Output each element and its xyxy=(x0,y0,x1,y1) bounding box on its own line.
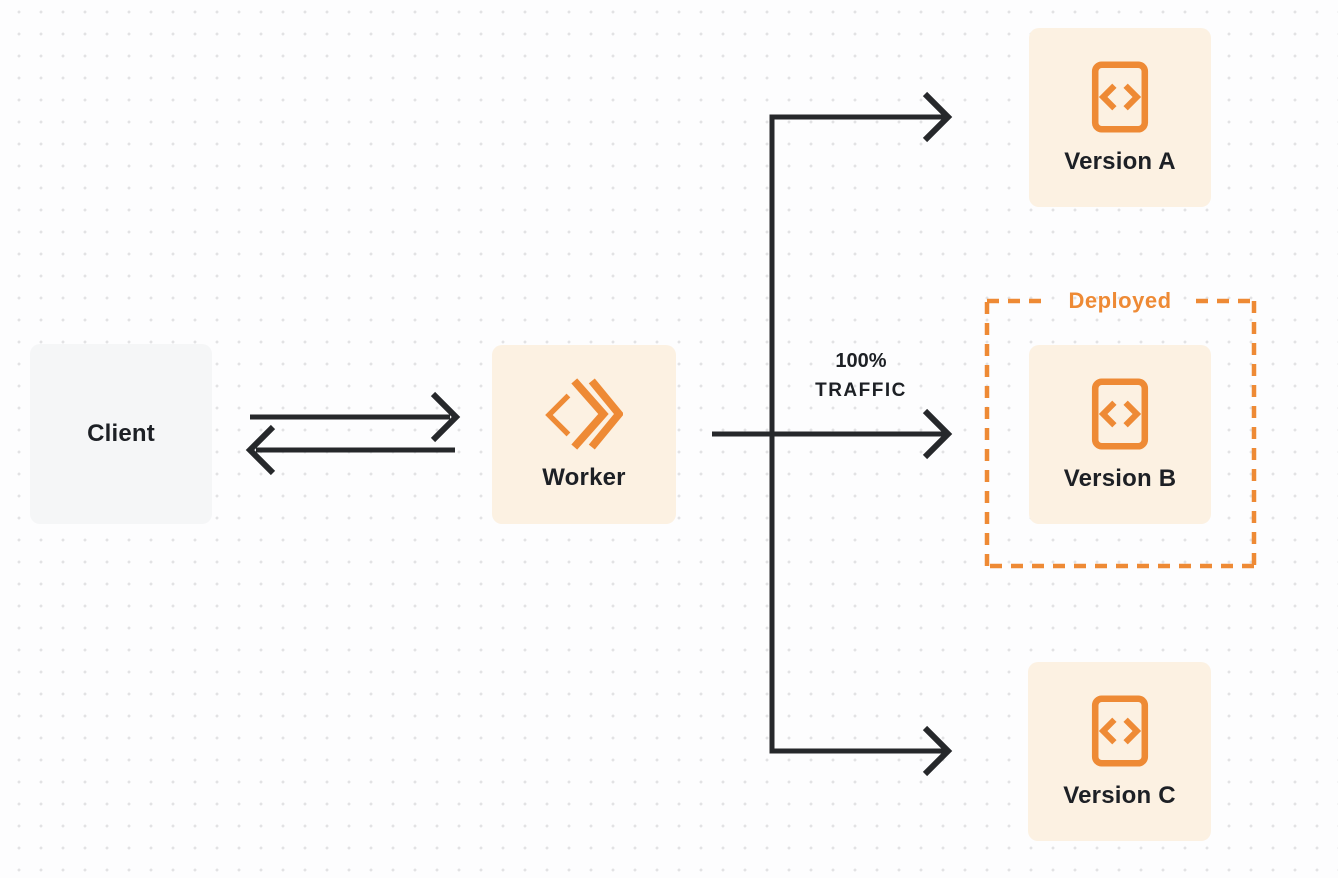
version-c-label: Version C xyxy=(1063,781,1176,809)
arrowhead-version-c xyxy=(922,725,953,777)
traffic-percent: 100% xyxy=(835,350,887,372)
traffic-label: 100% TRAFFIC xyxy=(780,346,942,406)
code-file-icon xyxy=(1091,377,1149,451)
version-b-node: Version B xyxy=(1029,345,1211,524)
worker-node: Worker xyxy=(492,345,676,524)
worker-icon xyxy=(545,377,625,450)
arrow-client-to-worker xyxy=(250,391,461,443)
version-c-node: Version C xyxy=(1028,662,1211,841)
traffic-word: TRAFFIC xyxy=(815,380,907,401)
version-b-label: Version B xyxy=(1063,464,1177,492)
arrowhead-version-b xyxy=(922,408,953,460)
arrow-worker-to-client xyxy=(245,424,455,476)
deployed-dashed-border xyxy=(984,298,1257,569)
version-a-node: Version A xyxy=(1029,28,1211,207)
worker-label: Worker xyxy=(542,463,626,491)
client-node: Client xyxy=(30,344,212,524)
deployed-label: Deployed xyxy=(1068,288,1172,313)
client-label: Client xyxy=(87,420,155,447)
version-a-label: Version A xyxy=(1064,147,1176,175)
code-file-icon xyxy=(1091,694,1149,768)
code-file-icon xyxy=(1091,60,1149,134)
arrowhead-version-a xyxy=(922,91,953,143)
